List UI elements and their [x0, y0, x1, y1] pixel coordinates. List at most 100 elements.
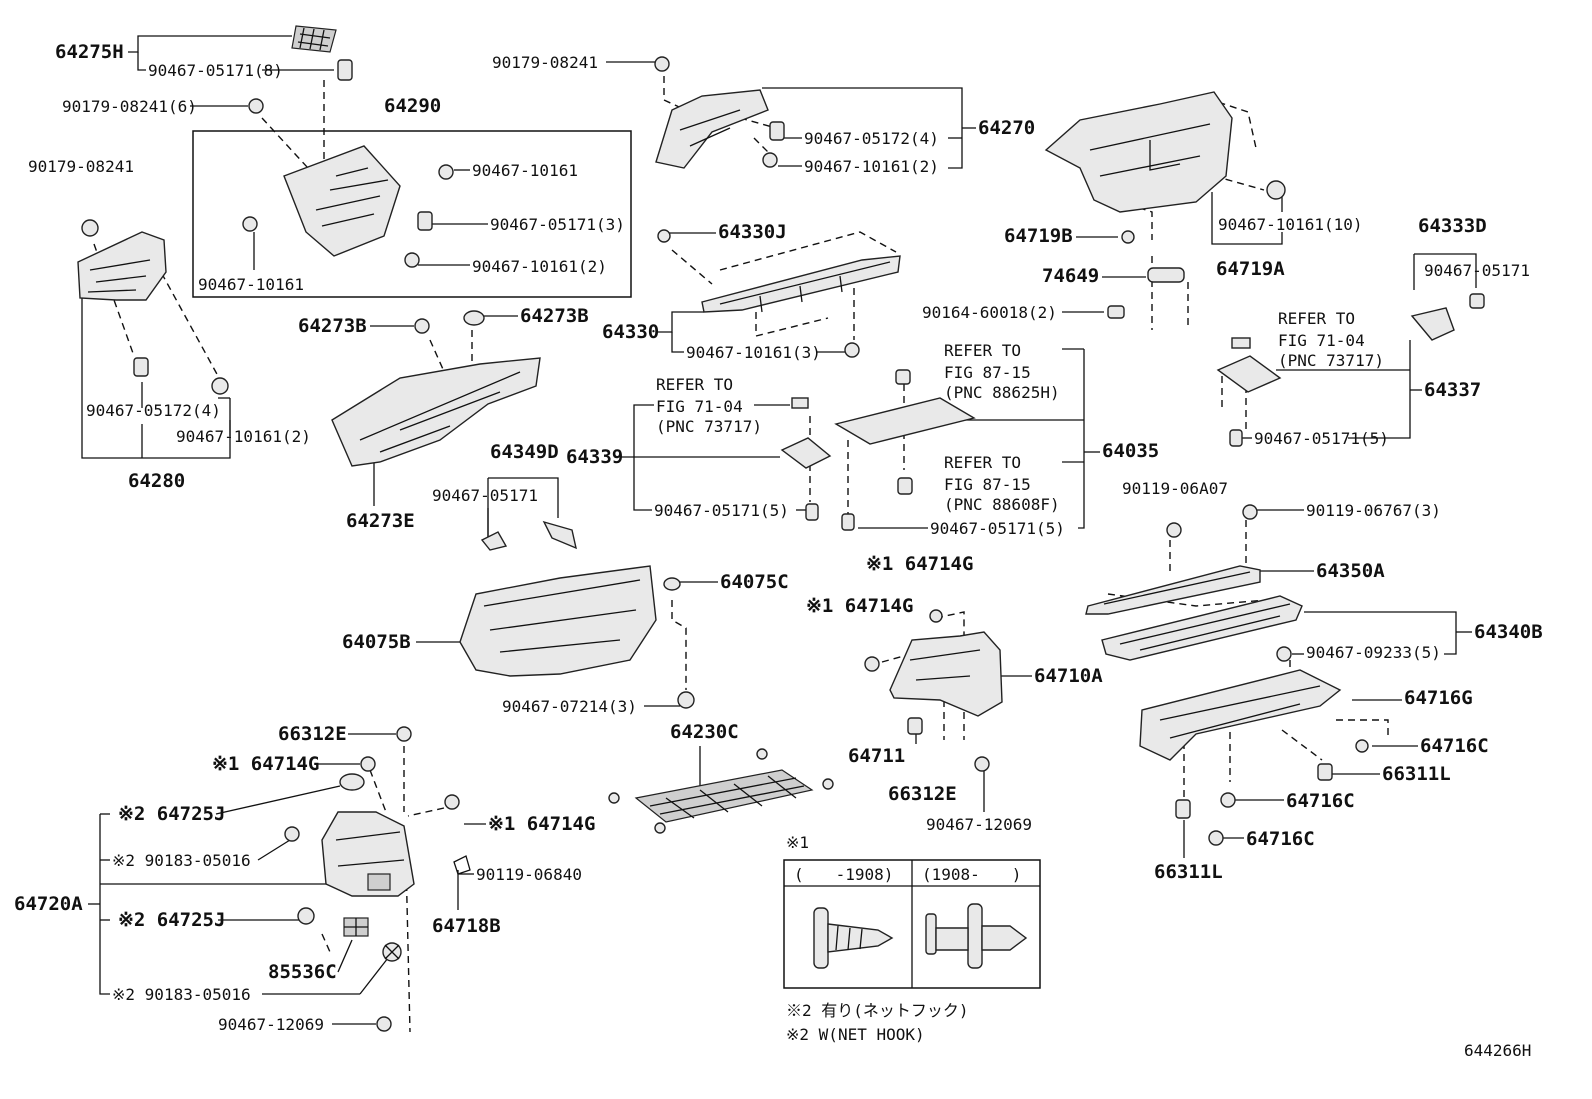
part-number-label: 90467-05171(5) — [930, 519, 1065, 538]
part-number-label: 64716C — [1420, 735, 1489, 757]
part-number-label: 90164-60018(2) — [922, 303, 1057, 322]
part-number-label: 64719B — [1004, 225, 1073, 247]
legend-clip-old — [813, 907, 894, 969]
part-number-label: (PNC 73717) — [1278, 351, 1384, 370]
part-number-label: ※2 64725J — [118, 909, 225, 931]
part-number-label: 90467-12069 — [926, 815, 1032, 834]
part-number-label: 64035 — [1102, 440, 1159, 462]
part-number-label: 64337 — [1424, 379, 1481, 401]
legend-title: ※1 — [786, 833, 809, 852]
part-number-label: 64273B — [298, 315, 367, 337]
part-number-label: ※2 64725J — [118, 803, 225, 825]
part-number-label: ※2 90183-05016 — [112, 985, 251, 1004]
part-64340b — [1101, 595, 1303, 661]
figure-code: 644266H — [1464, 1041, 1531, 1060]
part-number-label: 90467-10161(10) — [1218, 215, 1363, 234]
box-64290 — [192, 130, 632, 298]
part-74649 — [1147, 267, 1185, 283]
part-number-label: 90467-07214(3) — [502, 697, 637, 716]
part-number-label: 90467-10161(2) — [176, 427, 311, 446]
legend-left-header: ( -1908) — [794, 865, 893, 884]
part-number-label: 64720A — [14, 893, 83, 915]
part-64350a — [1085, 565, 1261, 615]
part-number-label: 64340B — [1474, 621, 1543, 643]
part-number-label: 66312E — [888, 783, 957, 805]
part-number-label: 64718B — [432, 915, 501, 937]
part-number-label: 90467-10161 — [472, 161, 578, 180]
part-number-label: 66311L — [1382, 763, 1451, 785]
part-number-label: 64349D — [490, 441, 559, 463]
part-number-label: 66311L — [1154, 861, 1223, 883]
part-number-label: 74649 — [1042, 265, 1099, 287]
part-64339 — [780, 437, 832, 469]
part-64719a — [1044, 91, 1233, 213]
part-number-label: 64290 — [384, 95, 441, 117]
part-number-label: ※1 64714G — [212, 753, 319, 775]
part-number-label: 64273E — [346, 510, 415, 532]
part-number-label: 66312E — [278, 723, 347, 745]
part-number-label: 90467-05171(8) — [148, 61, 283, 80]
part-64230c — [634, 769, 814, 823]
part-number-label: 90467-05171(5) — [654, 501, 789, 520]
part-number-label: 64350A — [1316, 560, 1385, 582]
part-number-label: 64075C — [720, 571, 789, 593]
legend-right-header: (1908- ) — [922, 865, 1021, 884]
part-number-label: 64330 — [602, 321, 659, 343]
part-number-label: 90467-10161 — [198, 275, 304, 294]
legend-box: ※1 ( -1908) (1908- ) — [783, 833, 1041, 989]
part-number-label: 90119-06840 — [476, 865, 582, 884]
part-64290 — [283, 145, 401, 257]
part-number-label: 90467-09233(5) — [1306, 643, 1441, 662]
part-number-label: 90467-05171 — [1424, 261, 1530, 280]
part-number-label: 64716G — [1404, 687, 1473, 709]
legend-clip-new — [925, 903, 1028, 969]
part-number-label: 90467-05171(5) — [1254, 429, 1389, 448]
part-number-label: 90467-12069 — [218, 1015, 324, 1034]
part-number-label: 90179-08241(6) — [62, 97, 197, 116]
part-number-label: 90119-06767(3) — [1306, 501, 1441, 520]
part-number-label: 64716C — [1246, 828, 1315, 850]
part-number-label: 90467-10161(2) — [804, 157, 939, 176]
part-number-label: 64280 — [128, 470, 185, 492]
part-number-label: REFER TO — [656, 375, 733, 394]
part-number-label: FIG 71-04 — [656, 397, 743, 416]
part-64716g — [1139, 669, 1342, 761]
part-number-label: 64270 — [978, 117, 1035, 139]
part-number-label: ※1 64714G — [488, 813, 595, 835]
part-number-label: 64075B — [342, 631, 411, 653]
callout-labels: 64275H 90467-05171(8) 90179-08241(6) 64290 9… — [14, 41, 1543, 1034]
part-number-label: REFER TO — [1278, 309, 1355, 328]
parts — [77, 25, 1485, 1032]
part-number-label: (PNC 88625H) — [944, 383, 1060, 402]
part-number-label: (PNC 73717) — [656, 417, 762, 436]
part-64270 — [655, 89, 769, 169]
part-number-label: REFER TO — [944, 341, 1021, 360]
part-number-label: 64333D — [1418, 215, 1487, 237]
part-number-label: 64716C — [1286, 790, 1355, 812]
part-number-label: 85536C — [268, 961, 337, 983]
part-number-label: 90467-05172(4) — [86, 401, 221, 420]
clip-90467-05171-a — [337, 59, 353, 81]
part-number-label: FIG 87-15 — [944, 363, 1031, 382]
part-number-label: ※2 90183-05016 — [112, 851, 251, 870]
part-number-label: 90179-08241 — [492, 53, 598, 72]
part-number-label: REFER TO — [944, 453, 1021, 472]
part-number-label: 64273B — [520, 305, 589, 327]
part-64035 — [834, 397, 976, 445]
part-number-label: 90119-06A07 — [1122, 479, 1228, 498]
part-number-label: 90467-05171 — [432, 486, 538, 505]
part-number-label: 90467-05172(4) — [804, 129, 939, 148]
part-number-label: 64330J — [718, 221, 787, 243]
part-number-label: (PNC 88608F) — [944, 495, 1060, 514]
part-64333d — [1410, 307, 1455, 341]
part-number-label: 90467-10161(3) — [686, 343, 821, 362]
part-64337 — [1216, 355, 1282, 393]
dashed-lines — [93, 76, 1389, 1033]
part-number-label: 90467-10161(2) — [472, 257, 607, 276]
note-net-hook-en: ※2 W(NET HOOK) — [786, 1025, 925, 1044]
part-number-label: 64719A — [1216, 258, 1285, 280]
part-number-label: 64230C — [670, 721, 739, 743]
part-number-label: 64275H — [55, 41, 124, 63]
